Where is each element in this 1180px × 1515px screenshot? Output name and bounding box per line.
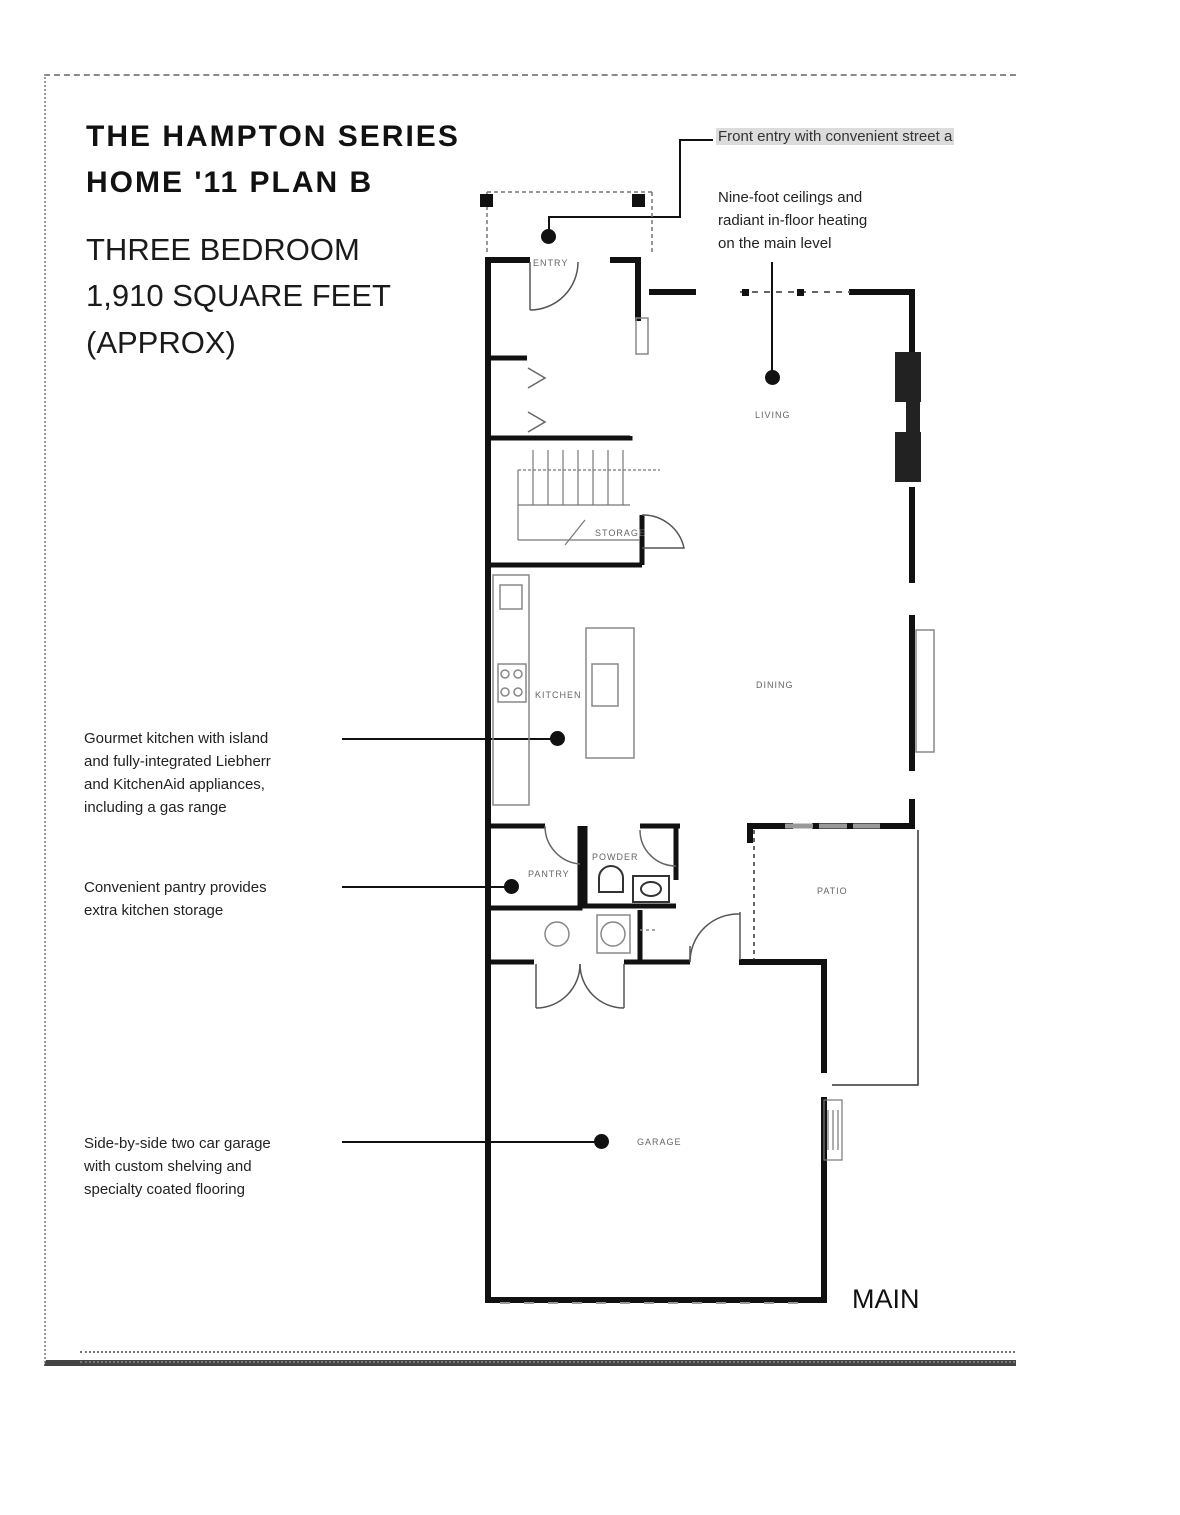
kitchen-line-1: Gourmet kitchen with island [84,730,269,747]
kitchen-leader-dot [550,731,565,746]
dining-window [915,629,935,753]
room-label-garage: GARAGE [637,1137,682,1147]
kitchen-fixtures [492,574,635,806]
pantry-line-2: extra kitchen storage [84,902,224,919]
room-label-patio: PATIO [817,886,848,896]
pantry-leader-line [342,886,512,888]
garage-callout: Side-by-side two car garage with custom … [84,1132,271,1201]
pantry-line-1: Convenient pantry provides [84,879,267,896]
room-label-entry: ENTRY [533,258,568,268]
garage-leader-dot [594,1134,609,1149]
room-label-living: LIVING [755,410,791,420]
pantry-door [544,825,581,865]
patio-outline [753,823,919,1086]
series-title: THE HAMPTON SERIES [86,120,460,153]
plan-title: HOME '11 PLAN B [86,166,374,199]
living-post-1 [742,289,749,296]
garage-leader-line [342,1141,602,1143]
garage-line-1: Side-by-side two car garage [84,1135,271,1152]
ceilings-line-2: radiant in-floor heating [718,212,868,229]
level-label: MAIN [852,1284,920,1314]
garage-line-3: specialty coated flooring [84,1181,245,1198]
plan-sheet-border [44,74,1016,1366]
ceilings-line-1: Nine-foot ceilings and [718,189,863,206]
kitchen-line-2: and fully-integrated Liebherr [84,753,271,770]
kitchen-line-4: including a gas range [84,799,227,816]
closet-doors [527,367,547,433]
room-label-pantry: PANTRY [528,869,570,879]
kitchen-callout: Gourmet kitchen with island and fully-in… [84,727,271,819]
interior-walls [488,355,690,965]
square-footage: 1,910 SQUARE FEET [86,278,391,313]
entry-leader-drop [548,216,550,236]
living-post-2 [797,289,804,296]
laundry-doors [535,963,625,1009]
porch-post-left [480,194,493,207]
exterior-walls [485,257,915,1303]
garage-entry-door [689,912,741,963]
pantry-callout: Convenient pantry provides extra kitchen… [84,876,267,922]
ceilings-callout: Nine-foot ceilings and radiant in-floor … [718,186,867,255]
room-label-storage: STORAGE [595,528,646,538]
pantry-leader-dot [504,879,519,894]
kitchen-leader-line [342,738,558,740]
ceilings-leader-line [771,262,773,377]
bedroom-count: THREE BEDROOM [86,232,360,267]
ceilings-line-3: on the main level [718,235,832,252]
powder-fixtures [598,829,677,903]
entry-column [635,317,649,355]
room-label-dining: DINING [756,680,794,690]
garage-line-2: with custom shelving and [84,1158,252,1175]
ceilings-leader-dot [765,370,780,385]
storage-door [641,514,685,549]
approx-note: (APPROX) [86,325,236,360]
entry-leader-dot [541,229,556,244]
porch [486,191,653,252]
porch-post-right [632,194,645,207]
front-entry-callout: Front entry with convenient street a [716,128,955,145]
front-door [529,261,579,311]
footer-disclaimer-band [80,1351,1015,1363]
garage-side-door [823,1099,843,1161]
entry-leader-vertical [679,139,681,217]
laundry-fixtures [544,914,655,954]
room-label-powder: POWDER [592,852,639,862]
entry-leader-top [679,139,713,141]
room-label-kitchen: KITCHEN [535,690,582,700]
entry-leader-horizontal [549,216,681,218]
fireplace [895,352,921,482]
kitchen-line-3: and KitchenAid appliances, [84,776,265,793]
stairs [517,450,660,546]
